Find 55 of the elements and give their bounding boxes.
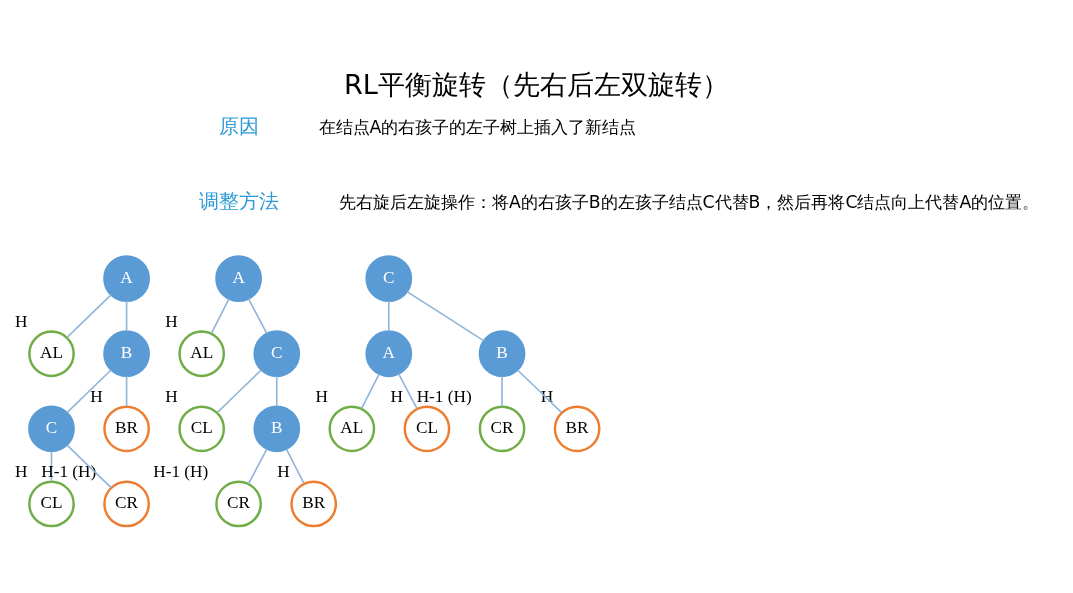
connector <box>216 369 262 414</box>
node-circle: C <box>253 330 301 378</box>
label: 在结点A的右孩子的左子树上插入了新结点 <box>318 117 637 138</box>
node-circle: C <box>365 255 413 303</box>
node-label: H <box>165 311 178 331</box>
node-label: H <box>315 386 328 406</box>
node-label: H <box>15 311 28 331</box>
node-circle: BR <box>103 405 150 453</box>
node-circle: AL <box>28 330 75 378</box>
node-circle: CR <box>478 405 526 453</box>
node-label: H-1 (H) <box>153 462 209 482</box>
node-label: H-1 (H) <box>416 386 472 406</box>
node-label: H <box>540 386 554 406</box>
node-circle: BR <box>290 480 338 528</box>
connector <box>501 375 503 408</box>
node-circle: A <box>103 255 150 303</box>
node-circle: B <box>103 330 150 378</box>
node-circle: AL <box>328 405 376 453</box>
node-circle: CR <box>215 480 262 528</box>
node-circle: B <box>253 405 301 453</box>
connector <box>66 294 112 339</box>
node-label: H <box>277 462 290 482</box>
connector <box>360 373 380 410</box>
node-circle: B <box>478 330 526 378</box>
label: 先右旋后左旋操作：将A的右孩子B的左孩子结点C代替B，然后再将C结点向上代替A的位置。 <box>339 192 1040 213</box>
node-circle: BR <box>553 405 601 453</box>
label: 原因 <box>218 115 259 138</box>
node-circle: A <box>215 255 262 303</box>
node-circle: CL <box>178 405 226 453</box>
node-circle: CL <box>403 405 451 453</box>
connector <box>285 448 305 485</box>
connector <box>406 290 485 342</box>
connector <box>387 300 390 333</box>
connector <box>397 372 418 410</box>
connector <box>66 369 112 414</box>
node-circle: CL <box>28 480 75 528</box>
node-label: H-1 (H) <box>41 462 97 482</box>
node-circle: AL <box>178 330 226 378</box>
node-label: H <box>165 386 178 406</box>
connector <box>125 300 128 333</box>
connector <box>125 375 128 408</box>
node-circle: CR <box>103 480 150 528</box>
connector <box>247 297 268 335</box>
connector <box>516 369 563 414</box>
connector <box>66 444 112 489</box>
connector <box>210 298 230 335</box>
connector <box>275 375 278 408</box>
node-label: H <box>15 462 28 482</box>
node-circle: A <box>365 330 413 378</box>
node-circle: C <box>28 405 75 453</box>
diagram-title: RL平衡旋转（先右后左双旋转） <box>344 68 729 100</box>
node-label: H <box>90 386 103 406</box>
node-label: H <box>390 386 403 406</box>
label: 调整方法 <box>198 190 279 213</box>
connector <box>247 447 268 485</box>
